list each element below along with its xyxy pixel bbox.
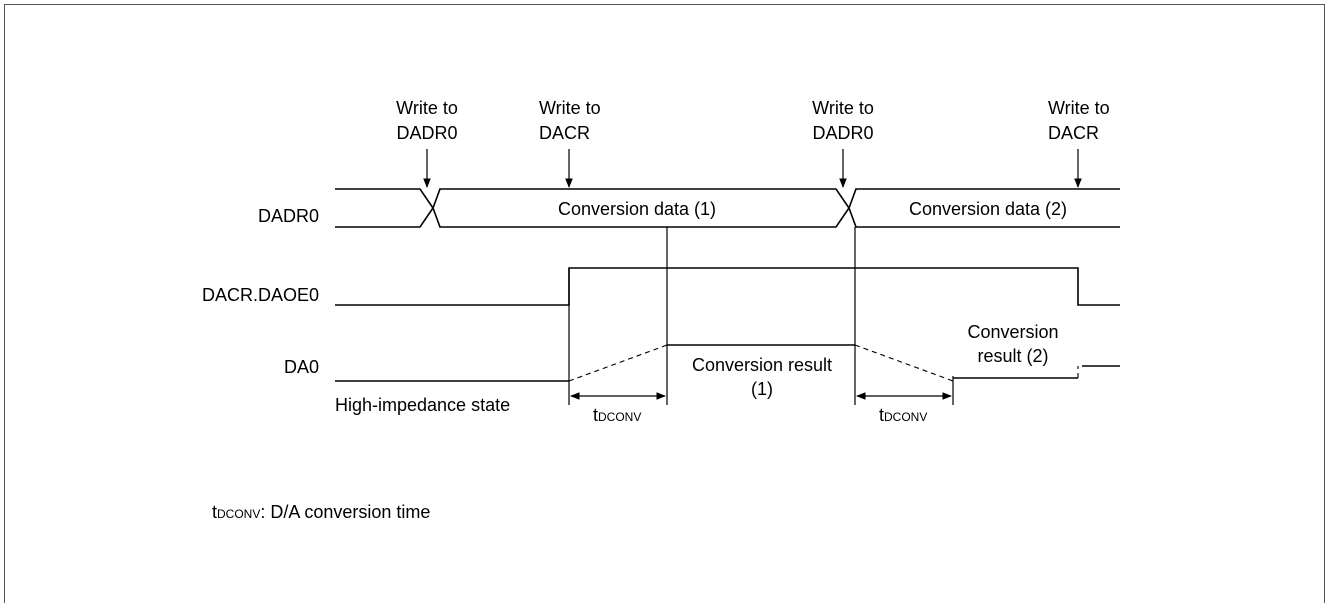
bus-value-data2: Conversion data (2) [909,199,1067,219]
signal-label-dadr0: DADR0 [258,206,319,226]
signal-label-da0: DA0 [284,357,319,377]
result1-line1: Conversion result [692,355,832,375]
result1-line2: (1) [751,379,773,399]
event-write-dadr0-2: Write to DADR0 [812,98,874,188]
footnote: tDCONV: D/A conversion time [212,502,430,522]
signal-label-daoe0: DACR.DAOE0 [202,285,319,305]
svg-text:Write to: Write to [812,98,874,118]
result2-line1: Conversion [967,322,1058,342]
da0-waveform [335,344,1120,382]
bus-value-data1: Conversion data (1) [558,199,716,219]
svg-text:DADR0: DADR0 [396,123,457,143]
event-write-dacr-2: Write to DACR [1048,98,1110,188]
result2-line2: result (2) [977,346,1048,366]
tdconv-label-2: tDCONV [879,405,927,425]
svg-text:DADR0: DADR0 [812,123,873,143]
tdconv-label-1: tDCONV [593,405,641,425]
figure-border [4,4,1325,608]
hiz-label: High-impedance state [335,395,510,415]
event-write-dadr0-1: Write to DADR0 [396,98,458,188]
svg-text:Write to: Write to [539,98,601,118]
event-write-dacr-1: Write to DACR [539,98,601,188]
svg-text:Write to: Write to [1048,98,1110,118]
dadr0-bus-waveform [335,188,1120,228]
svg-text:DACR: DACR [1048,123,1099,143]
svg-text:DACR: DACR [539,123,590,143]
daoe0-waveform [335,267,1120,306]
svg-text:Write to: Write to [396,98,458,118]
